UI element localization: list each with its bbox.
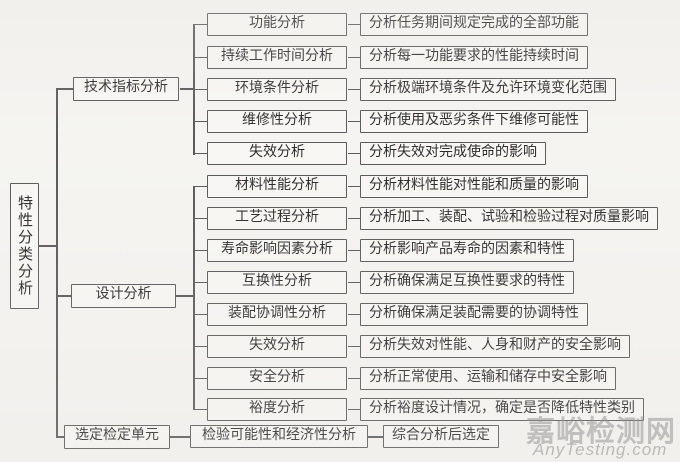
connector-group2-rail [193,186,195,410]
desc-box: 分析加工、装配、试验和检验过程对质量影响 [348,207,658,230]
node-box: 寿命影响因素分析 [193,239,347,262]
node-box: 功能分析 [193,13,347,36]
desc-box: 分析材料性能对性能和质量的影响 [348,175,588,198]
node-box: 持续工作时间分析 [193,46,347,69]
desc-box: 分析失效对性能、人身和财产的安全影响 [348,335,630,358]
connector-branch3 [56,436,64,438]
desc-box: 分析任务期间规定完成的全部功能 [348,13,588,36]
connector-branch2 [56,295,71,297]
connector-branch2-out [176,295,193,297]
desc-box: 分析失效对完成使命的影响 [348,142,546,165]
node-box: 工艺过程分析 [193,207,347,230]
desc-box: 分析确保满足互换性要求的特性 [348,271,574,294]
connector-branch1-out [180,88,193,90]
node-box: 维修性分析 [193,110,347,133]
connector-row14-desc [368,436,383,438]
root-box: 特性分类分析 [10,183,39,309]
connector-root [39,245,56,247]
desc-box: 分析极端环境条件及允许环境变化范围 [348,78,616,101]
desc-box: 分析每一功能要求的性能持续时间 [348,46,588,69]
desc-box: 分析裕度设计情况，确定是否降低特性类别 [348,398,644,421]
desc-box: 分析使用及恶劣条件下维修可能性 [348,110,588,133]
node-box: 材料性能分析 [193,175,347,198]
connector-branch1 [56,88,73,90]
node-box: 装配协调性分析 [193,303,347,326]
node-box: 检验可能性和经济性分析 [190,425,368,448]
node-box: 互换性分析 [193,271,347,294]
branch-box-design: 设计分析 [71,284,176,308]
watermark-cn: 嘉峪检测网 [526,416,677,448]
desc-box: 分析影响产品寿命的因素和特性 [348,239,574,262]
connector-branch3-out [170,436,190,438]
branch-box-unit: 选定检定单元 [64,425,170,449]
node-box: 安全分析 [193,367,347,390]
node-box: 失效分析 [193,142,347,165]
node-box: 失效分析 [193,335,347,358]
desc-box: 综合分析后选定 [383,425,499,448]
node-box: 裕度分析 [193,398,347,421]
node-box: 环境条件分析 [193,78,347,101]
desc-box: 分析确保满足装配需要的协调特性 [348,303,588,326]
desc-box: 分析正常使用、运输和储存中安全影响 [348,367,616,390]
connector-trunk [56,88,58,438]
watermark-en: AnyTesting.com [533,440,668,459]
branch-box-tech: 技术指标分析 [73,77,179,101]
